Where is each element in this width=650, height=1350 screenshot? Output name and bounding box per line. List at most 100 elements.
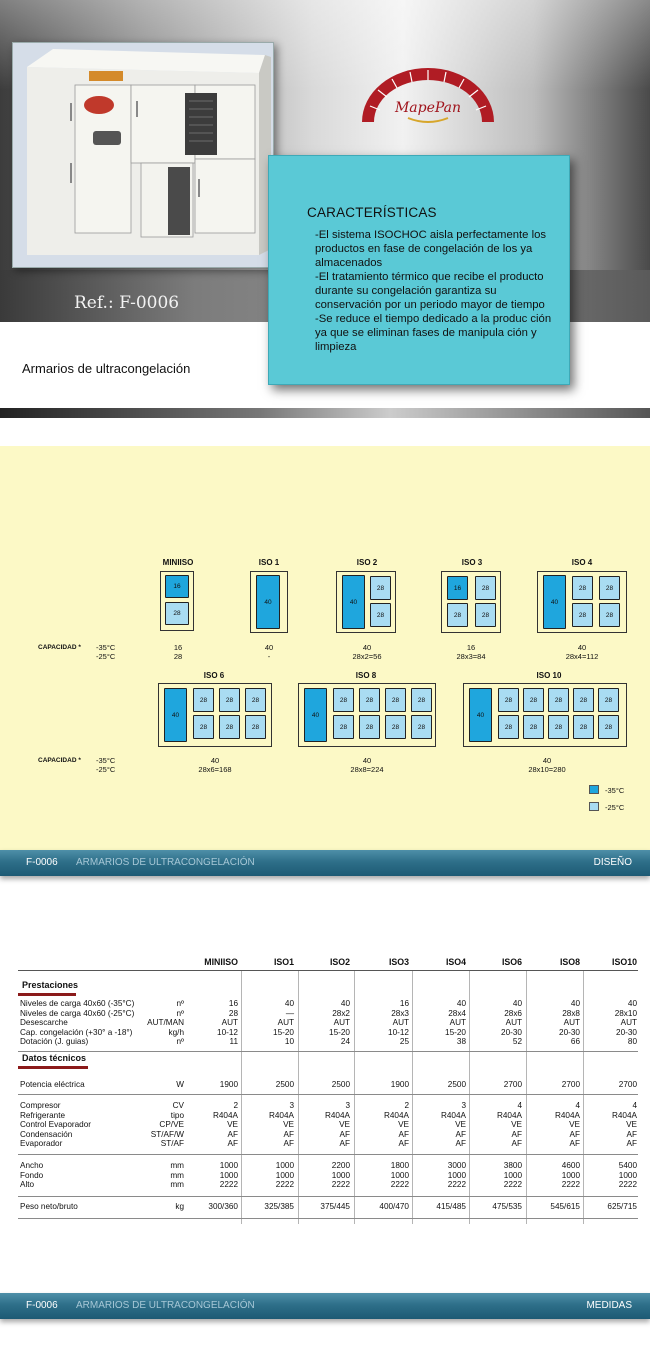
- cabinet-iso2: 40 28 28: [336, 571, 396, 633]
- compartment-25: 28: [245, 715, 266, 739]
- row-label-potencia: Potencia eléctrica: [20, 1080, 85, 1089]
- capacity-temps: -35°C -25°C: [96, 643, 115, 661]
- temp-35: -35°C: [96, 643, 116, 652]
- cell-miniiso: 16 28 AUT 10-12 11: [217, 999, 238, 1046]
- unit-label-iso10: ISO 10: [536, 671, 562, 680]
- compartment-25: 28: [333, 688, 354, 712]
- compartment-35: 40: [256, 575, 280, 629]
- cabinet-iso4: 40 28 28 28 28: [537, 571, 627, 633]
- unit-label-iso4: ISO 4: [571, 558, 593, 567]
- row-unit-peso: kg: [175, 1202, 184, 1211]
- cell-iso6: 2700: [503, 1080, 522, 1089]
- compartment-25: 28: [411, 715, 432, 739]
- compartment-25: 28: [219, 688, 240, 712]
- legend-swatch-35: [589, 785, 599, 794]
- column-divider: [354, 971, 355, 1224]
- unit-label-iso3: ISO 3: [461, 558, 483, 567]
- cell-iso2: 2500: [331, 1080, 350, 1089]
- cell-miniiso: 1900: [219, 1080, 238, 1089]
- cell-iso6: 475/535: [492, 1202, 522, 1211]
- cell-iso4: 3000 1000 2222: [447, 1161, 466, 1189]
- cell-iso4: 3 R404A VE AF AF: [440, 1101, 466, 1148]
- compartment-25: 28: [523, 715, 544, 739]
- capacity-iso1: 40-: [264, 643, 274, 661]
- unit-label-iso1: ISO 1: [258, 558, 280, 567]
- cell-iso2: 40 28x2 AUT 15-20 24: [329, 999, 350, 1046]
- cell-iso8: 40 28x8 AUT 20-30 66: [559, 999, 580, 1046]
- cell-miniiso: 2 R404A VE AF AF: [212, 1101, 238, 1148]
- compartment-25: 28: [475, 576, 496, 600]
- cabinet-iso10: 40 28 28 28 28 28 28 28 28 28 28: [463, 683, 627, 747]
- feature-item: -El tratamiento térmico que recibe el pr…: [315, 271, 545, 311]
- row-rule: [18, 1196, 638, 1197]
- model-header: ISO1: [273, 957, 294, 967]
- unit-label-iso6: ISO 6: [203, 671, 225, 680]
- column-divider: [583, 971, 584, 1224]
- unit-label-iso8: ISO 8: [355, 671, 377, 680]
- row-units-prestaciones: nº nº AUT/MAN kg/h nº: [147, 999, 184, 1046]
- section-datos-tecnicos: Datos técnicos: [22, 1053, 87, 1063]
- cell-iso1: 325/385: [264, 1202, 294, 1211]
- compartment-25: 28: [572, 603, 593, 627]
- cell-iso2: 375/445: [320, 1202, 350, 1211]
- compartment-25: 28: [411, 688, 432, 712]
- compartment-25: 28: [165, 602, 189, 625]
- cell-iso1: 40 — AUT 15-20 10: [273, 999, 294, 1046]
- cell-miniiso: 300/360: [208, 1202, 238, 1211]
- cell-iso1: 2500: [275, 1080, 294, 1089]
- temp-25: -25°C: [96, 765, 116, 774]
- footer-code: F-0006: [26, 1300, 58, 1311]
- model-header: ISO2: [329, 957, 350, 967]
- model-header: ISO4: [445, 957, 466, 967]
- cell-iso2: 3 R404A VE AF AF: [324, 1101, 350, 1148]
- compartment-25: 28: [598, 715, 619, 739]
- row-units-tecnicos: CV tipo CP/VE ST/AF/W ST/AF: [150, 1101, 184, 1148]
- row-rule: [18, 1218, 638, 1219]
- compartment-25: 28: [548, 688, 569, 712]
- compartment-25: 28: [333, 715, 354, 739]
- product-photo: [12, 42, 274, 268]
- column-divider: [241, 971, 242, 1224]
- capacity-label: CAPACIDAD *: [38, 757, 81, 764]
- legend-swatch-25: [589, 802, 599, 811]
- compartment-35: 40: [469, 688, 492, 742]
- cell-iso10: 5400 1000 2222: [618, 1161, 637, 1189]
- features-box: CARACTERÍSTICAS -El sistema ISOCHOC aisl…: [268, 155, 570, 385]
- cabinet-iso8: 40 28 28 28 28 28 28 28 28: [298, 683, 436, 747]
- row-labels-prestaciones: Niveles de carga 40x60 (-35°C) Niveles d…: [20, 999, 135, 1046]
- compartment-35: 16: [447, 576, 468, 600]
- section-prestaciones: Prestaciones: [22, 980, 79, 990]
- compartment-25: 28: [498, 715, 519, 739]
- compartment-25: 28: [193, 688, 214, 712]
- cell-iso10: 4 R404A VE AF AF: [611, 1101, 637, 1148]
- footer-code: F-0006: [26, 857, 58, 868]
- features-title: CARACTERÍSTICAS: [307, 205, 437, 220]
- cell-iso1: 3 R404A VE AF AF: [268, 1101, 294, 1148]
- features-list: -El sistema ISOCHOC aisla perfectamente …: [315, 228, 565, 354]
- cabinet-iso1: 40: [250, 571, 288, 633]
- specs-table: MINIISO ISO1 ISO2 ISO3 ISO4 ISO6 ISO8 IS…: [0, 940, 650, 1230]
- model-header: ISO6: [501, 957, 522, 967]
- feature-item: -El sistema ISOCHOC aisla perfectamente …: [315, 229, 547, 269]
- cell-iso4: 40 28x4 AUT 15-20 38: [445, 999, 466, 1046]
- cell-iso10: 40 28x10 AUT 20-30 80: [614, 999, 637, 1046]
- column-divider: [469, 971, 470, 1224]
- product-reference: Ref.: F-0006: [74, 293, 180, 313]
- cell-iso10: 625/715: [607, 1202, 637, 1211]
- compartment-25: 28: [573, 688, 594, 712]
- row-rule: [18, 1094, 638, 1095]
- capacity-label: CAPACIDAD *: [38, 644, 81, 651]
- cell-iso3: 1900: [390, 1080, 409, 1089]
- compartment-25: 28: [193, 715, 214, 739]
- compartment-25: 28: [370, 576, 391, 600]
- cell-iso4: 2500: [447, 1080, 466, 1089]
- column-divider: [298, 971, 299, 1224]
- cell-iso6: 4 R404A VE AF AF: [496, 1101, 522, 1148]
- row-unit-potencia: W: [176, 1080, 184, 1089]
- compartment-35: 40: [164, 688, 187, 742]
- cell-iso3: 2 R404A VE AF AF: [383, 1101, 409, 1148]
